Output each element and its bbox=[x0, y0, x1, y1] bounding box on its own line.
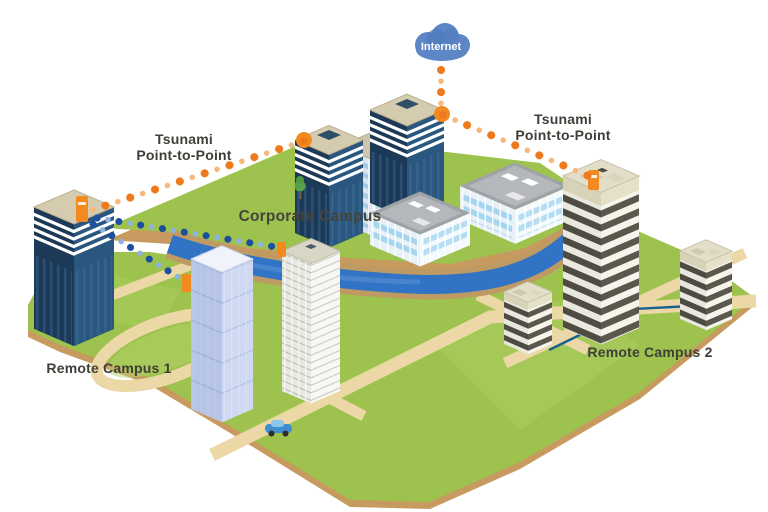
building-white-tower bbox=[277, 237, 342, 404]
building-remote-campus-2-tall bbox=[561, 159, 641, 345]
corporate-campus-label: Corporate Campus bbox=[239, 208, 382, 225]
ptp-left-label-line1: Tsunami bbox=[155, 131, 213, 147]
labels: Tsunami Point-to-Point Tsunami Point-to-… bbox=[46, 111, 712, 376]
link-corporate-remote2 bbox=[439, 111, 595, 181]
ptp-left-label-line2: Point-to-Point bbox=[136, 147, 231, 163]
building-lowrise-b bbox=[460, 162, 570, 244]
building-corporate-right-tower bbox=[368, 93, 450, 219]
building-lowrise-a bbox=[370, 191, 470, 267]
internet-label: Internet bbox=[421, 41, 462, 53]
car bbox=[265, 420, 292, 437]
ptp-right-label-line2: Point-to-Point bbox=[515, 127, 610, 143]
internet-cloud: Internet bbox=[415, 23, 470, 61]
building-remote-campus-1 bbox=[32, 189, 116, 347]
antenna-remote-campus-1 bbox=[76, 196, 88, 222]
wireless-links bbox=[88, 66, 595, 286]
rooftop-unit bbox=[317, 130, 341, 140]
remote-campus-1-label: Remote Campus 1 bbox=[46, 360, 171, 376]
remote-campus-2-label: Remote Campus 2 bbox=[587, 344, 712, 360]
link-remote1-glass-tower bbox=[89, 220, 190, 286]
link-corporate-remote1 bbox=[88, 137, 308, 214]
antenna-glass-tower bbox=[182, 274, 191, 292]
rooftop-unit bbox=[395, 99, 419, 109]
tree bbox=[294, 176, 306, 199]
building-glass-tower bbox=[182, 245, 255, 423]
ptp-right-label-line1: Tsunami bbox=[534, 111, 592, 127]
antenna-white-tower bbox=[277, 242, 286, 257]
building-remote-campus-2-small-left bbox=[502, 281, 554, 355]
link-remote1-white-tower bbox=[93, 214, 286, 252]
rooftop-unit bbox=[305, 244, 317, 249]
building-corporate-left-tower bbox=[293, 124, 365, 248]
building-remote-campus-2-small-right bbox=[678, 239, 734, 331]
